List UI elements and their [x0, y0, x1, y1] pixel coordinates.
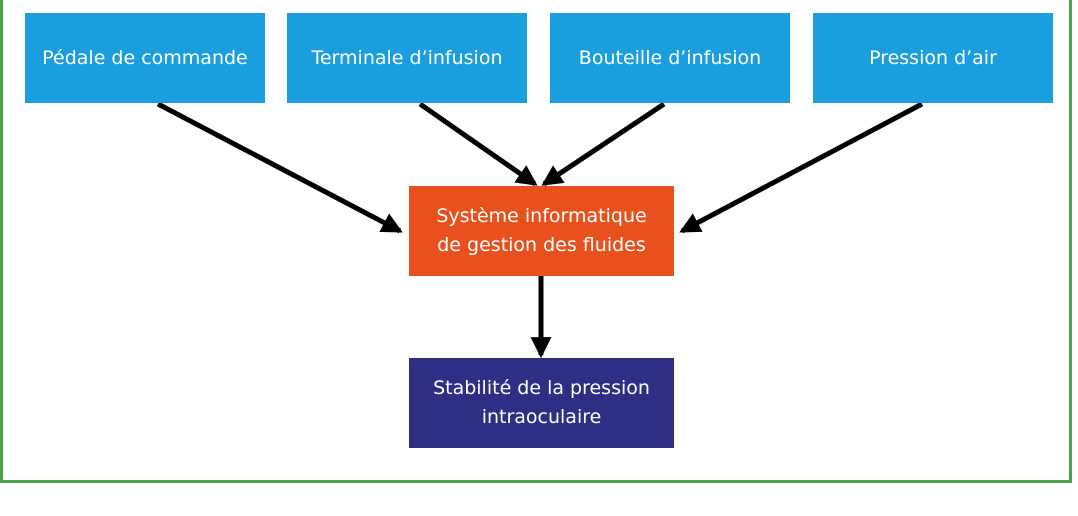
process-node-systeme-informatique: Système informatique de gestion des flui… — [409, 186, 674, 276]
input-node-bouteille-infusion: Bouteille d’infusion — [550, 13, 790, 103]
process-node-label: Système informatique de gestion des flui… — [436, 205, 647, 256]
arrow-pedale-to-system — [156, 101, 403, 234]
arrow-bouteille-to-system — [541, 101, 666, 187]
diagram-frame — [0, 0, 1072, 483]
input-node-pression-air: Pression d’air — [813, 13, 1053, 103]
output-node-label: Stabilité de la pression intraoculaire — [433, 377, 650, 428]
input-node-label: Pression d’air — [869, 46, 997, 69]
input-node-label: Bouteille d’infusion — [578, 46, 762, 69]
input-node-label: Pédale de commande — [42, 46, 248, 69]
input-node-label: Terminale d’infusion — [311, 46, 503, 69]
input-node-terminale-infusion: Terminale d’infusion — [287, 13, 527, 103]
output-node-stabilite-pression: Stabilité de la pression intraoculaire — [409, 358, 674, 448]
arrow-pression-air-to-system — [679, 101, 924, 234]
input-node-pedale-de-commande: Pédale de commande — [25, 13, 265, 103]
arrow-terminale-to-system — [418, 101, 538, 187]
